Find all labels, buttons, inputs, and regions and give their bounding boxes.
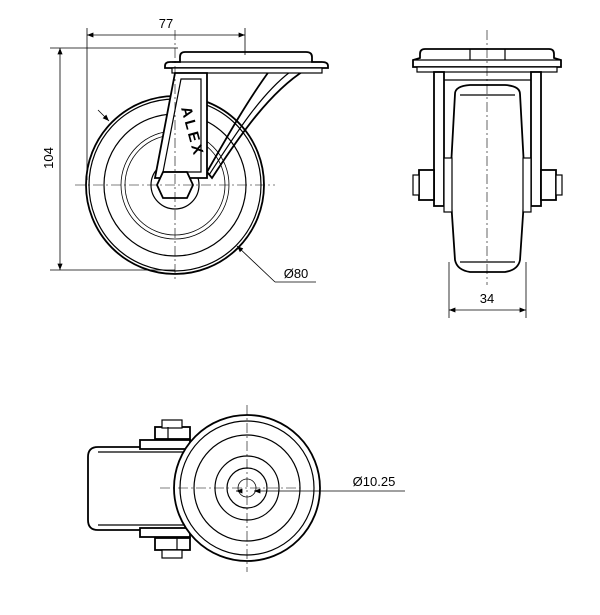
front-view: 34 <box>412 30 563 318</box>
svg-text:34: 34 <box>480 291 494 306</box>
side-view-top-plate <box>164 51 329 74</box>
dim-wheel-width: 34 <box>448 262 527 318</box>
dim-overall-height: 104 <box>41 47 178 271</box>
svg-text:77: 77 <box>159 16 173 31</box>
side-view: ALEX 77 104 Ø80 <box>41 16 329 283</box>
svg-text:Ø80: Ø80 <box>284 266 309 281</box>
dim-wheel-diameter: Ø80 <box>236 245 316 283</box>
dim-swivel-offset: 77 <box>86 16 246 180</box>
side-view-fork-arm <box>205 69 309 180</box>
svg-text:104: 104 <box>41 147 56 169</box>
svg-text:Ø10.25: Ø10.25 <box>353 474 396 489</box>
top-view: Ø10.25 <box>87 405 405 572</box>
dim-bolt-hole-diameter: Ø10.25 <box>236 474 405 494</box>
side-view-fork-leg <box>153 72 208 179</box>
